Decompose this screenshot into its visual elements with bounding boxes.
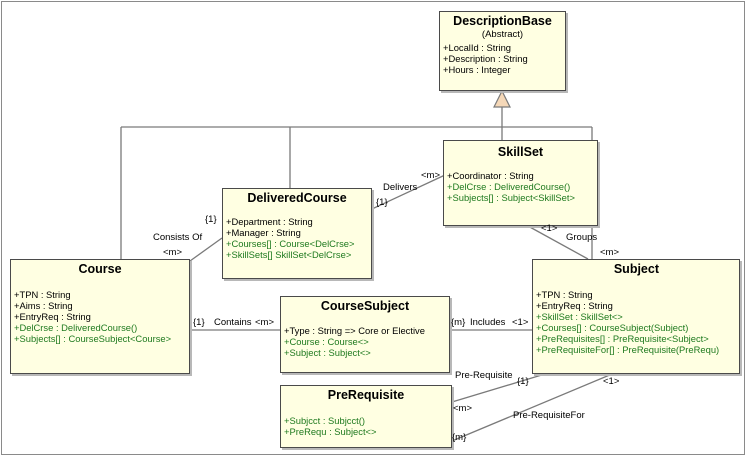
multiplicity-contains-m: <m> [255, 317, 275, 328]
relation: +PreRequisites[] : PreRequisite<Subject> [536, 333, 709, 344]
association-prerequisite [451, 373, 546, 403]
attribute: +EntryReq : String [536, 300, 613, 311]
label-contains: Contains [214, 317, 252, 328]
class-skillset[interactable]: SkillSet +Coordinator : String +DelCrse … [443, 140, 598, 226]
class-name: CourseSubject [320, 299, 410, 313]
relation: +DelCrse : DeliveredCourse() [14, 322, 138, 333]
attribute: +Type : String => Core or Elective [284, 325, 425, 336]
attribute-list: +TPN : String +EntryReq : String +SkillS… [533, 289, 739, 355]
relation: +SkillSet : SkillSet<> [536, 311, 623, 322]
class-name: DeliveredCourse [247, 191, 347, 205]
multiplicity-prerequisite-one: {1} [517, 376, 529, 387]
attribute-list: +LocalId : String +Description : String … [440, 42, 565, 75]
label-prerequisite-for: Pre-RequisiteFor [513, 410, 585, 421]
attribute-list: +Department : String +Manager : String +… [223, 216, 371, 260]
relation: +Courses[] : Course<DelCrse> [226, 238, 355, 249]
relation: +Subjects[] : CourseSubject<Course> [14, 333, 172, 344]
attribute: +TPN : String [536, 289, 593, 300]
attribute-list: +Type : String => Core or Elective +Cour… [281, 325, 449, 358]
relation: +Subject : Subject<> [284, 347, 371, 358]
attribute: +Description : String [443, 53, 528, 64]
association-delivers [371, 174, 446, 210]
generalization-arrow [493, 89, 511, 108]
class-stereotype: (Abstract) [481, 29, 524, 40]
class-subject[interactable]: Subject +TPN : String +EntryReq : String… [532, 259, 740, 374]
association-groups [527, 225, 589, 260]
class-course-subject[interactable]: CourseSubject +Type : String => Core or … [280, 296, 450, 373]
relation: +DelCrse : DeliveredCourse() [447, 181, 571, 192]
label-delivers: Delivers [383, 182, 418, 193]
class-name: SkillSet [497, 145, 544, 159]
association-prerequisite-for [451, 373, 613, 442]
multiplicity-contains-one: {1} [193, 317, 205, 328]
multiplicity-delivers-m: <m> [421, 170, 441, 181]
association-consists-of [189, 237, 223, 262]
relation: +Subjects[] : Subject<SkillSet> [447, 192, 575, 203]
attribute: +Manager : String [226, 227, 301, 238]
relation: +PreRequisiteFor[] : PreRequisite(PreReq… [536, 344, 720, 355]
relation: +SkillSets[] SkillSet<DelCrse> [226, 249, 352, 260]
class-course[interactable]: Course +TPN : String +Aims : String +Ent… [10, 259, 190, 374]
class-name: Subject [613, 262, 659, 276]
label-groups: Groups [566, 232, 598, 243]
class-name: PreRequisite [327, 388, 405, 402]
label-prerequisite: Pre-Requisite [455, 370, 513, 381]
relation: +PreRequ : Subject<> [284, 426, 377, 437]
attribute: +EntryReq : String [14, 311, 91, 322]
attribute: +Coordinator : String [447, 170, 534, 181]
multiplicity-prerequisite-m: <m> [453, 403, 473, 414]
multiplicity-prerequisite-for-m: {m} [452, 432, 467, 443]
attribute-list: +TPN : String +Aims : String +EntryReq :… [11, 289, 189, 344]
multiplicity-delivers-one: {1} [376, 197, 388, 208]
label-includes: Includes [470, 317, 506, 328]
class-prerequisite[interactable]: PreRequisite +Subjcct : Subjcct() +PreRe… [280, 385, 452, 448]
multiplicity-groups-one: <1> [541, 223, 558, 234]
attribute-list: +Subjcct : Subjcct() +PreRequ : Subject<… [281, 415, 451, 437]
attribute: +Hours : Integer [443, 64, 511, 75]
class-name: Course [78, 262, 122, 276]
relation: +Subjcct : Subjcct() [284, 415, 366, 426]
relation: +Courses[] : CourseSubject(Subject) [536, 322, 689, 333]
multiplicity-groups-m: <m> [600, 247, 620, 258]
attribute: +Aims : String [14, 300, 73, 311]
class-delivered-course[interactable]: DeliveredCourse +Department : String +Ma… [222, 188, 372, 279]
attribute: +Department : String [226, 216, 313, 227]
relation: +Course : Course<> [284, 336, 369, 347]
attribute: +TPN : String [14, 289, 71, 300]
class-name: DescriptionBase [453, 14, 552, 28]
multiplicity-consists-m: <m> [163, 247, 183, 258]
attribute-list: +Coordinator : String +DelCrse : Deliver… [444, 170, 597, 203]
label-consists-of: Consists Of [153, 232, 203, 243]
class-description-base[interactable]: DescriptionBase (Abstract) +LocalId : St… [439, 11, 566, 91]
multiplicity-consists-one: {1} [205, 214, 217, 225]
multiplicity-includes-m: {m} [451, 317, 466, 328]
multiplicity-prerequisite-for-one: <1> [603, 376, 620, 387]
attribute: +LocalId : String [443, 42, 512, 53]
multiplicity-includes-one: <1> [512, 317, 529, 328]
